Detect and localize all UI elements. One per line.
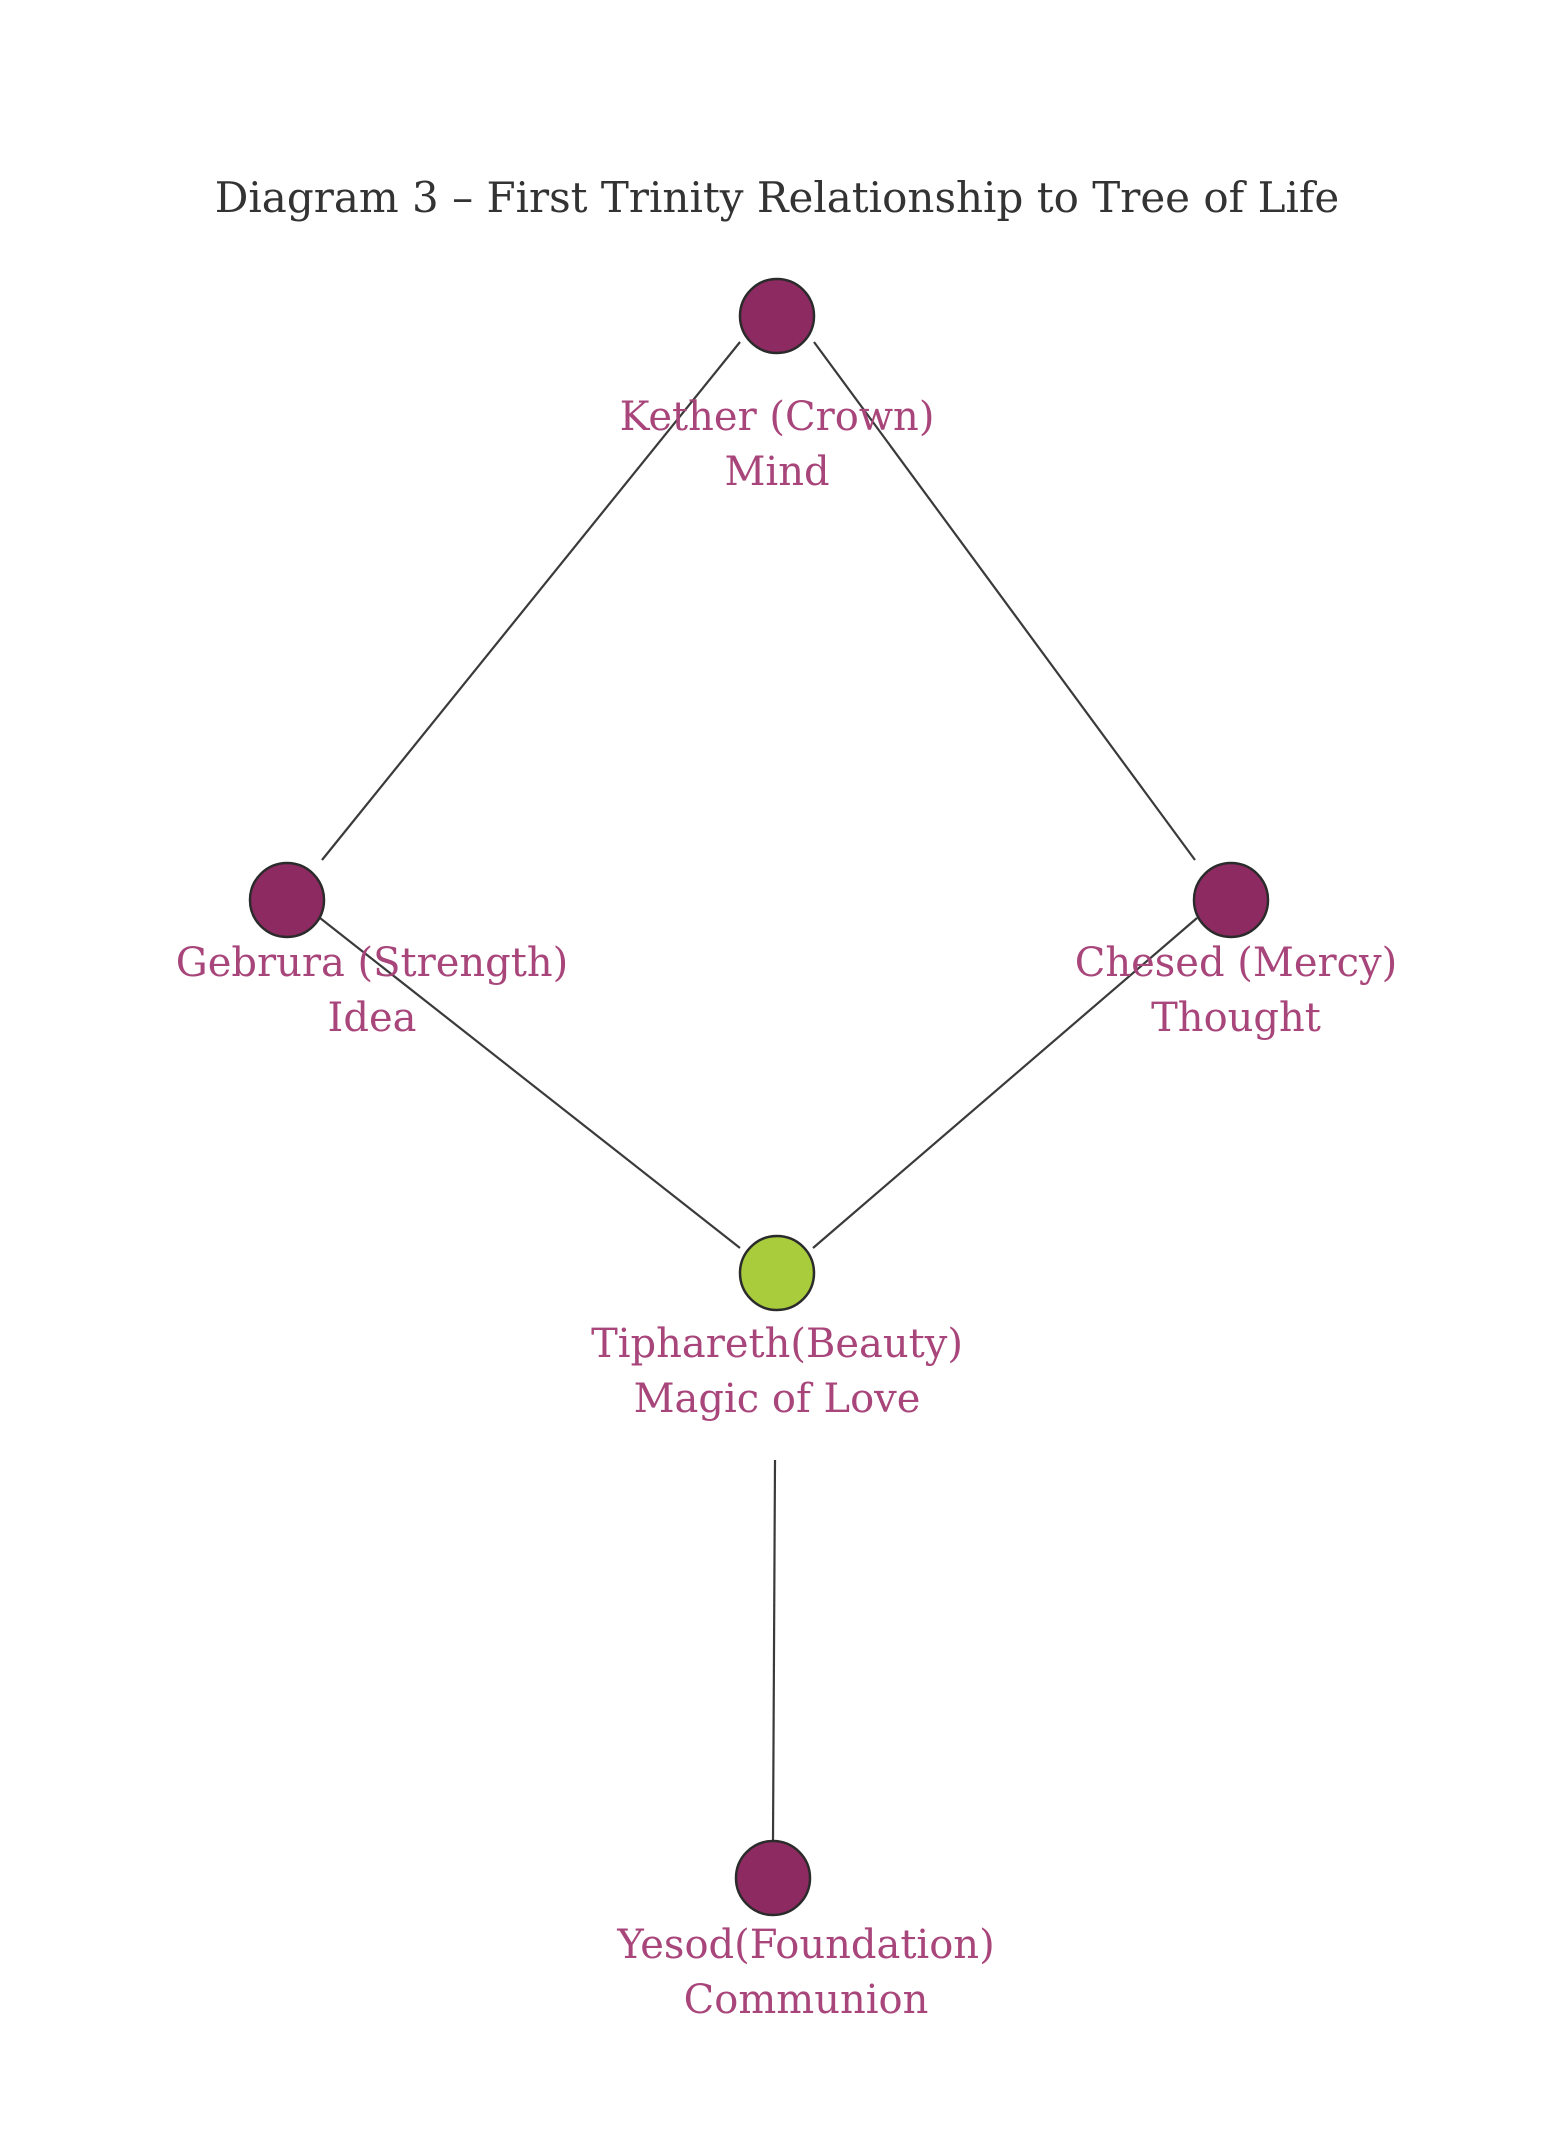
label-yesod-name: Yesod(Foundation) [616, 1922, 994, 1968]
label-tiphareth-name: Tiphareth(Beauty) [591, 1321, 963, 1367]
label-kether-name: Kether (Crown) [620, 394, 935, 440]
edge-kether-chesed [813, 341, 1196, 861]
label-gebrura-name: Gebrura (Strength) [176, 940, 568, 986]
node-gebrura [248, 861, 326, 939]
diagram-title: Diagram 3 – First Trinity Relationship t… [215, 173, 1340, 222]
edge-gebrura-tiphareth [319, 917, 741, 1249]
connections [319, 341, 1198, 1842]
label-tiphareth-meaning: Magic of Love [634, 1376, 921, 1422]
sephirot-nodes [248, 277, 1270, 1917]
edge-kether-gebrura [321, 341, 741, 861]
label-gebrura-meaning: Idea [328, 995, 417, 1041]
node-chesed [1192, 861, 1270, 939]
node-yesod [734, 1839, 812, 1917]
edge-tiphareth-yesod [771, 1459, 777, 1842]
node-tiphareth [738, 1234, 816, 1312]
label-chesed-name: Chesed (Mercy) [1075, 940, 1398, 986]
label-kether-meaning: Mind [724, 449, 829, 495]
label-yesod-meaning: Communion [684, 1977, 929, 2023]
label-chesed-meaning: Thought [1151, 995, 1321, 1041]
edge-chesed-tiphareth [812, 917, 1198, 1249]
node-kether [738, 277, 816, 355]
